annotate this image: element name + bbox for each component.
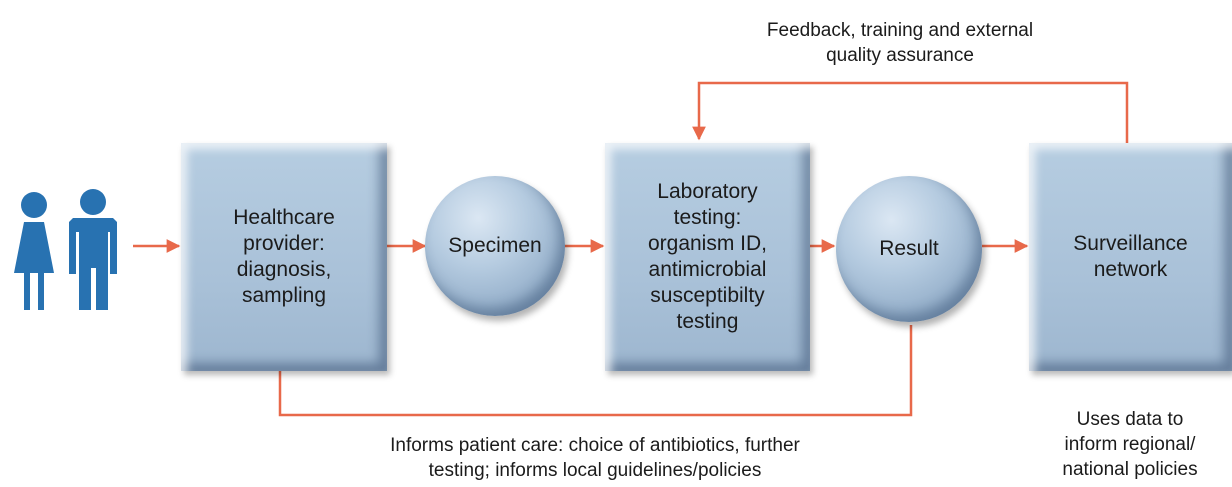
male-person-icon [69,189,117,310]
patient-care-annotation: Informs patient care: choice of antibiot… [390,435,800,481]
healthcare-provider-box: Healthcare provider: diagnosis, sampling [181,143,387,371]
result-circle: Result [836,176,982,322]
specimen-circle: Specimen [425,176,565,316]
female-person-icon [14,192,54,310]
arrow-result-to-provider-loop [273,325,913,417]
laboratory-testing-box: Laboratory testing: organism ID, antimic… [605,143,810,371]
policies-annotation: Uses data to inform regional/ national p… [1062,409,1198,480]
arrow-feedback-loop [692,81,1129,143]
feedback-annotation: Feedback, training and external quality … [766,20,1034,66]
surveillance-network-box: Surveillance network [1029,143,1232,371]
